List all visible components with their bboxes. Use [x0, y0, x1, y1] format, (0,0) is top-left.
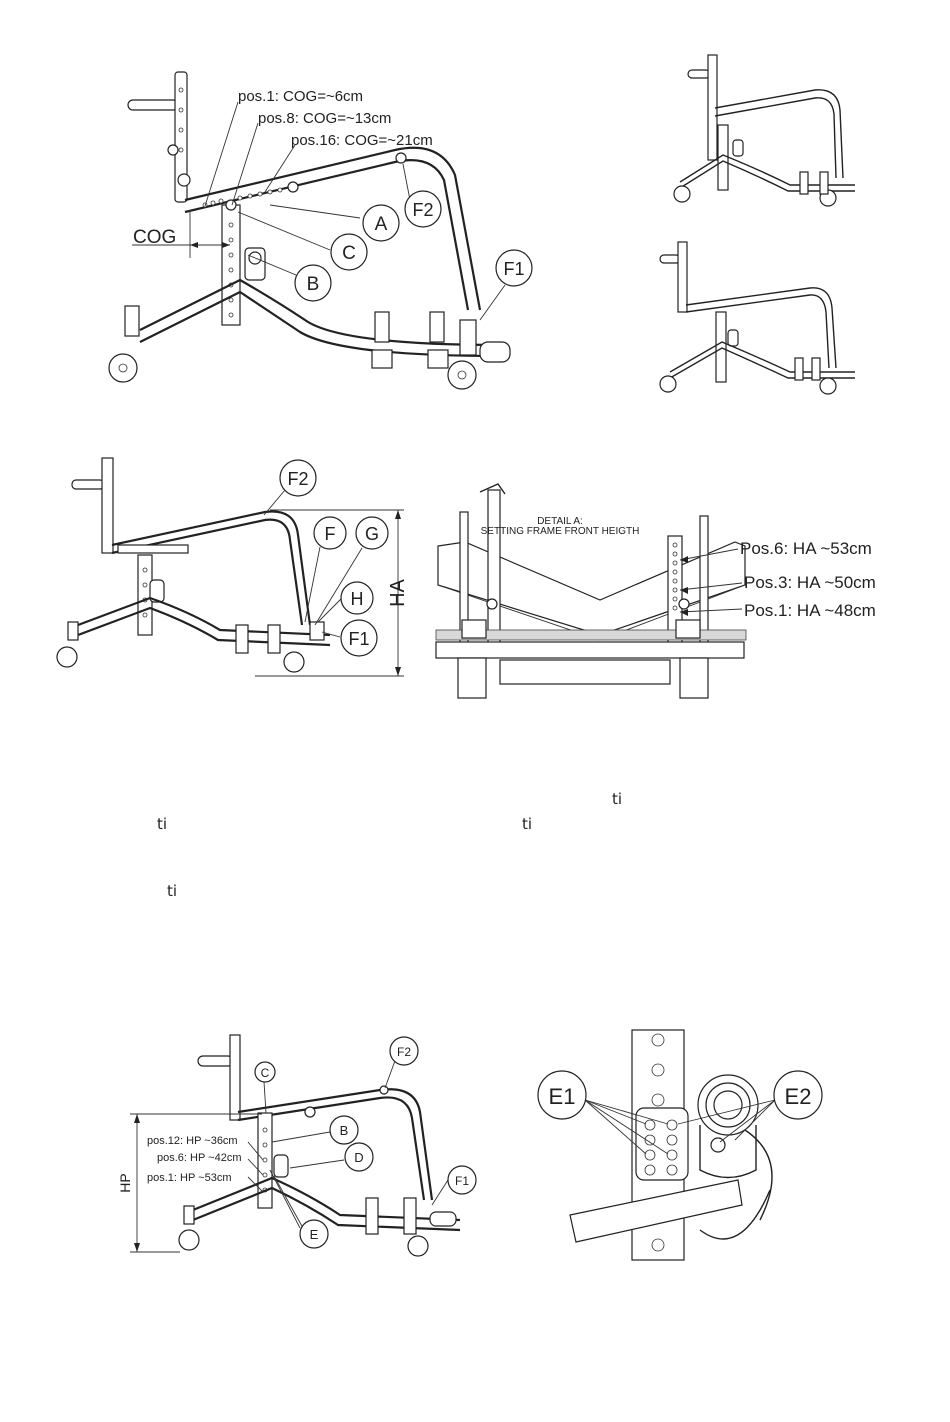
- hp-pos1-label: pos.1: HP ~53cm: [147, 1172, 231, 1184]
- fig3-walker-hp-view: HP C B D E F2 F1 pos.12: HP ~36cm pos.6:…: [117, 1035, 476, 1256]
- fig1-walker-side-view: A C B F2 F1 pos.1: COG=~6cm pos.8: COG=~…: [109, 72, 532, 389]
- cog-dimension-label: COG: [133, 227, 176, 248]
- label-b: B: [340, 1123, 349, 1138]
- stray-glyph: ti: [612, 790, 622, 808]
- label-f1: F1: [455, 1174, 469, 1188]
- fig1-small-view-bottom: [660, 242, 855, 394]
- fig2-walker-ha-view: HA F2 F G H F1: [57, 458, 409, 676]
- label-f1: F1: [348, 629, 369, 649]
- label-f2: F2: [287, 469, 308, 489]
- hp-dimension-label: HP: [117, 1173, 133, 1192]
- hp-pos12-label: pos.12: HP ~36cm: [147, 1135, 238, 1147]
- label-f2: F2: [397, 1045, 411, 1059]
- label-f: F: [325, 524, 336, 544]
- label-b: B: [307, 274, 320, 295]
- label-e2: E2: [785, 1084, 812, 1109]
- detail-a-subtitle: SETTING FRAME FRONT HEIGTH: [481, 526, 640, 537]
- label-c: C: [342, 243, 356, 264]
- ha-pos6-label: Pos.6: HA ~53cm: [740, 539, 872, 558]
- label-a: A: [375, 214, 388, 235]
- hp-pos6-label: pos.6: HP ~42cm: [157, 1152, 241, 1164]
- ha-pos3-label: Pos.3: HA ~50cm: [744, 573, 876, 592]
- stray-glyph: ti: [522, 815, 532, 833]
- ha-pos1-label: Pos.1: HA ~48cm: [744, 601, 876, 620]
- stray-glyph: ti: [157, 815, 167, 833]
- label-e: E: [310, 1227, 319, 1242]
- stray-glyph: ti: [167, 882, 177, 900]
- fig1-small-view-top: [674, 55, 855, 206]
- label-f2: F2: [412, 200, 433, 220]
- cog-pos8-label: pos.8: COG=~13cm: [258, 110, 391, 127]
- label-d: D: [354, 1150, 363, 1165]
- ha-dimension-label: HA: [387, 578, 409, 606]
- label-c: C: [261, 1066, 270, 1080]
- label-g: G: [365, 524, 379, 544]
- cog-pos1-label: pos.1: COG=~6cm: [238, 88, 363, 105]
- cog-pos16-label: pos.16: COG=~21cm: [291, 132, 433, 149]
- label-h: H: [351, 589, 364, 609]
- detail-a-frame-front-height: DETAIL A: SETTING FRAME FRONT HEIGTH Pos…: [436, 484, 876, 698]
- detail-e-bracket: E1 E2: [538, 1030, 822, 1260]
- label-f1: F1: [503, 259, 524, 279]
- label-e1: E1: [549, 1084, 576, 1109]
